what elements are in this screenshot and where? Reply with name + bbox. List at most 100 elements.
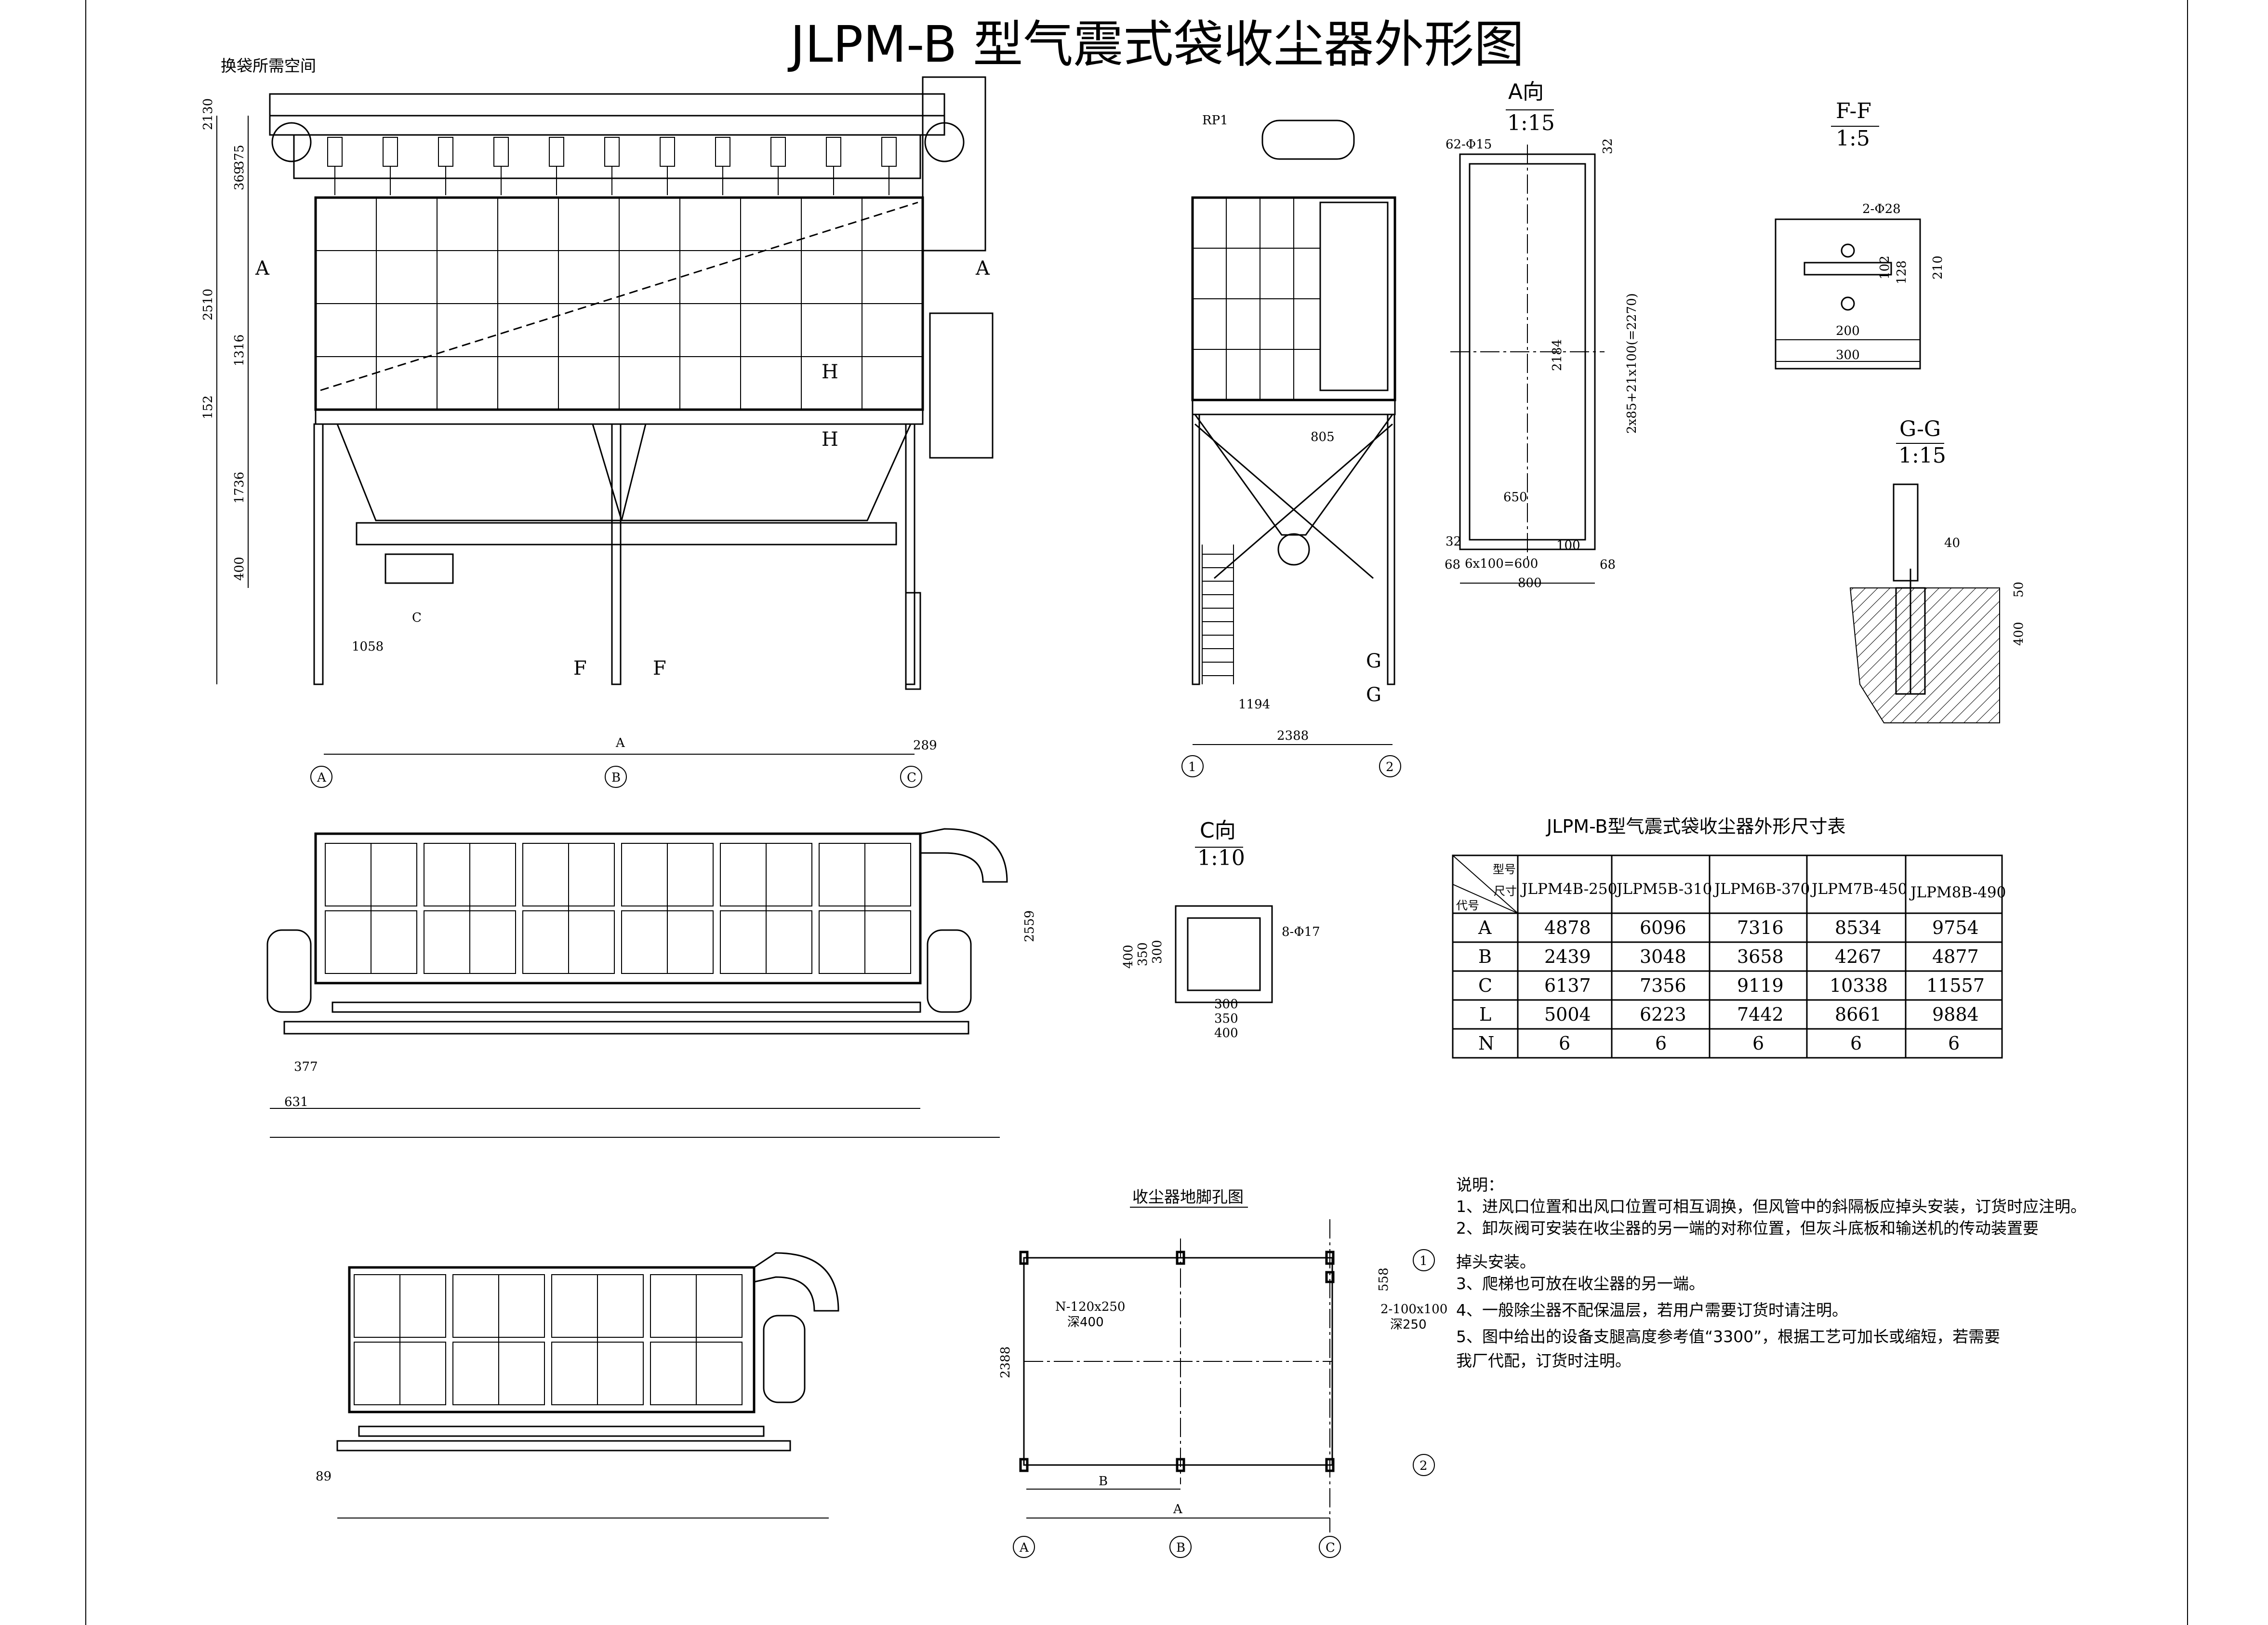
- view-a-dim-32-top: 32: [1601, 138, 1615, 154]
- table-cell: 9119: [1737, 975, 1784, 996]
- table-cell: 7356: [1640, 975, 1686, 996]
- view-a-scale: 1:15: [1507, 111, 1555, 135]
- view-a-dim-68-right: 68: [1600, 558, 1616, 572]
- plan-top-dim-2559: 2559: [1022, 910, 1037, 942]
- foundation-label-bolt-holes: N-120x250: [1055, 1300, 1125, 1314]
- table-cell: 4878: [1544, 917, 1591, 938]
- front-view: 换袋所需空间: [216, 56, 994, 690]
- foundation-dim-b: B: [1099, 1474, 1108, 1489]
- view-c-flange: [1175, 905, 1273, 1003]
- dim-v-375: 375: [232, 145, 247, 169]
- table-col-header: JLPM6B-370: [1713, 880, 1810, 898]
- svg-text:C: C: [1326, 1541, 1335, 1555]
- sheet-border: [85, 0, 2188, 1625]
- view-a-flange: [1450, 145, 1605, 584]
- table-row: C 6137 7356 9119 10338 11557: [1478, 975, 1985, 996]
- bag-change-space-note: 换袋所需空间: [221, 56, 316, 75]
- foundation-plan: [1019, 1219, 1335, 1532]
- dim-v-152: 152: [201, 395, 215, 419]
- note-line: 1、进风口位置和出风口位置可相互调换，但风管中的斜隔板应掉头安装，订货时应注明。: [1456, 1197, 2086, 1216]
- section-mark-h-bottom: H: [822, 428, 838, 451]
- note-line: 3、爬梯也可放在收尘器的另一端。: [1456, 1274, 1705, 1293]
- section-ff-dim-200: 200: [1836, 324, 1860, 338]
- section-ff-plate: [1775, 218, 1921, 370]
- svg-text:C: C: [907, 771, 916, 785]
- section-mark-c: C: [412, 611, 422, 625]
- dim-2388: 2388: [1277, 729, 1309, 743]
- view-a-dim-650: 650: [1503, 490, 1527, 505]
- table-cell: 6: [1655, 1033, 1667, 1054]
- section-ff-dim-102: 102: [1878, 255, 1892, 280]
- view-a-dim-32-bottom: 32: [1446, 534, 1461, 549]
- view-a-dim-2270: 2x85+21x100(=2270): [1625, 293, 1639, 434]
- table-cell: 9754: [1932, 917, 1979, 938]
- table-cell: 4877: [1932, 946, 1979, 967]
- table-row: L 5004 6223 7442 8661 9884: [1479, 1004, 1979, 1025]
- section-ff-dim-holes: 2-Φ28: [1862, 202, 1901, 216]
- foundation-dim-558: 558: [1377, 1267, 1391, 1292]
- plan-view-top: [266, 828, 1008, 1138]
- svg-text:B: B: [1176, 1541, 1185, 1555]
- foundation-axis-b: B: [1169, 1536, 1192, 1558]
- section-gg-scale: 1:15: [1898, 443, 1946, 468]
- view-c-dim-300-h: 300: [1214, 997, 1238, 1012]
- view-c-dim-350-v: 350: [1136, 942, 1150, 966]
- view-c-dim-300-v: 300: [1150, 940, 1165, 964]
- view-a-dim-100: 100: [1556, 538, 1580, 553]
- section-ff-scale: 1:5: [1836, 126, 1870, 151]
- dim-v-1736: 1736: [232, 472, 247, 504]
- table-col-header: JLPM4B-250: [1520, 880, 1617, 898]
- drawing-title: JLPM-B 型气震式袋收尘器外形图: [787, 15, 1524, 74]
- front-axis-b: B: [605, 766, 627, 788]
- section-gg-dim-40: 40: [1944, 536, 1960, 550]
- svg-text:B: B: [611, 771, 621, 785]
- section-mark-a-right: A: [975, 257, 990, 280]
- section-mark-a-left: A: [255, 257, 270, 280]
- section-mark-g-top: G: [1366, 650, 1381, 672]
- table-row: A 4878 6096 7316 8534 9754: [1478, 917, 1979, 938]
- table-row-code: C: [1478, 975, 1492, 996]
- foundation-axis-c: C: [1319, 1536, 1341, 1558]
- table-row-code: L: [1479, 1004, 1491, 1025]
- view-a-dim-68-left: 68: [1445, 558, 1460, 572]
- foundation-axis-1: 1: [1413, 1249, 1435, 1271]
- table-cell: 11557: [1926, 975, 1985, 996]
- table-cell: 6: [1948, 1033, 1960, 1054]
- svg-text:A: A: [317, 771, 327, 785]
- foundation-label-depth-250: 深250: [1390, 1318, 1427, 1332]
- table-row-code: N: [1478, 1033, 1494, 1054]
- section-gg-title: G-G: [1899, 417, 1941, 441]
- side-axis-2: 2: [1379, 755, 1401, 777]
- foundation-axis-2: 2: [1413, 1454, 1435, 1476]
- svg-text:1: 1: [1188, 760, 1196, 774]
- foundation-axis-a: A: [1013, 1536, 1035, 1558]
- notes: 说明： 1、进风口位置和出风口位置可相互调换，但风管中的斜隔板应掉头安装，订货时…: [1456, 1175, 2086, 1370]
- side-view: [1191, 120, 1396, 745]
- note-line: 掉头安装。: [1456, 1252, 1536, 1271]
- table-cell: 4267: [1835, 946, 1882, 967]
- section-gg-dim-50: 50: [2012, 582, 2026, 598]
- section-mark-f-right: F: [653, 657, 666, 679]
- dim-h-1058: 1058: [352, 639, 384, 654]
- section-gg-foundation: [1849, 483, 2000, 723]
- dim-v-2510: 2510: [201, 289, 215, 320]
- svg-text:2: 2: [1419, 1459, 1428, 1473]
- plan-bottom-dim-89: 89: [316, 1469, 332, 1484]
- plan-top-dim-377: 377: [294, 1060, 318, 1074]
- table-cell: 6223: [1640, 1004, 1686, 1025]
- table-cell: 6: [1752, 1033, 1764, 1054]
- table-row: N 6 6 6 6 6: [1478, 1033, 1960, 1054]
- view-a-dim-holes: 62-Φ15: [1446, 137, 1492, 152]
- table-corner-size: 尺寸: [1494, 884, 1517, 898]
- view-c-dim-400-v: 400: [1121, 945, 1136, 969]
- table-cell: 9884: [1932, 1004, 1979, 1025]
- foundation-label-small-holes: 2-100x100: [1380, 1302, 1447, 1317]
- section-ff-dim-300: 300: [1836, 348, 1860, 362]
- front-axis-c: C: [900, 766, 922, 788]
- foundation-dim-a: A: [1173, 1502, 1183, 1517]
- table-cell: 6096: [1640, 917, 1686, 938]
- note-line: 5、图中给出的设备支腿高度参考值“3300”，根据工艺可加长或缩短，若需要: [1456, 1327, 2000, 1346]
- table-cell: 7316: [1737, 917, 1784, 938]
- table-row: B 2439 3048 3658 4267 4877: [1478, 946, 1979, 967]
